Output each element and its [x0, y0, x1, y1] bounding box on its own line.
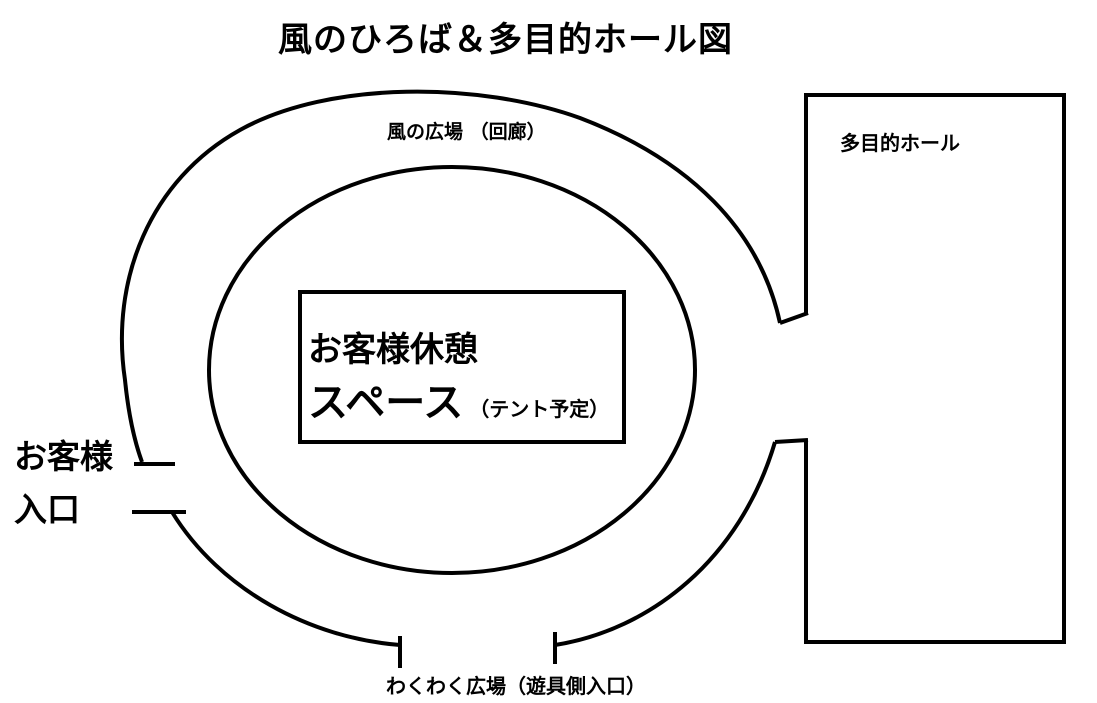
rest-area-label-main: スペース: [308, 380, 464, 426]
rest-area-label-line1: お客様休憩: [308, 330, 478, 370]
outer-ring-bottom-right-arc: [554, 441, 777, 647]
waku-plaza-label: わくわく広場（遊具側入口）: [386, 674, 646, 698]
rest-area-box: [298, 290, 626, 444]
corridor-label: 風の広場 （回廊）: [387, 121, 546, 143]
page-title: 風のひろば＆多目的ホール図: [278, 20, 733, 60]
multipurpose-hall: [804, 93, 1066, 644]
inner-plaza-ellipse: [207, 165, 697, 575]
entrance-label-line2: 入口: [14, 490, 80, 529]
outer-ring-bottom-left-arc: [170, 510, 401, 647]
connector-bottom: [774, 438, 809, 444]
connector-top: [779, 311, 809, 325]
hall-label: 多目的ホール: [840, 131, 960, 155]
outer-ring-top-arc: [120, 89, 782, 463]
entrance-label-line1: お客様: [14, 437, 113, 476]
rest-area-label-line2: スペース（テント予定）: [308, 370, 609, 428]
rest-area-note: （テント予定）: [469, 397, 610, 421]
